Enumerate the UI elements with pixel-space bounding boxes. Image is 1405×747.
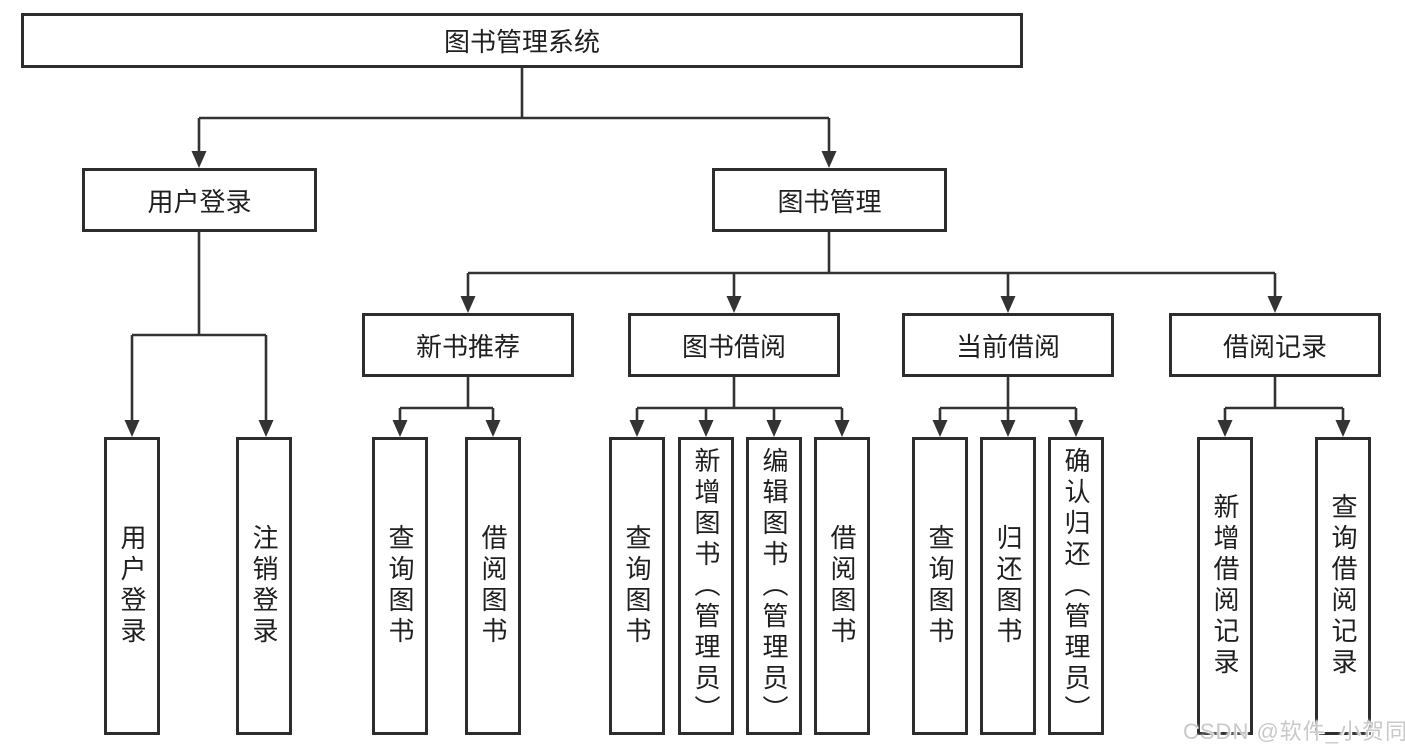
leaf-label: 编辑图书（管理员） bbox=[759, 446, 789, 726]
leaf-search-books-borrowing: 查询图书 bbox=[609, 437, 665, 735]
leaf-label: 注销登录 bbox=[249, 524, 279, 648]
leaf-label: 查询借阅记录 bbox=[1328, 493, 1358, 679]
leaf-user-login: 用户登录 bbox=[104, 437, 160, 735]
leaf-label: 借阅图书 bbox=[827, 524, 857, 648]
node-borrowing-records: 借阅记录 bbox=[1169, 313, 1381, 377]
leaf-label: 新增借阅记录 bbox=[1210, 493, 1240, 679]
leaf-label: 新增图书（管理员） bbox=[691, 446, 721, 726]
node-book-management: 图书管理 bbox=[712, 168, 947, 232]
node-current-borrowing: 当前借阅 bbox=[902, 313, 1114, 377]
leaf-label: 查询图书 bbox=[622, 524, 652, 648]
leaf-borrow-books-recommend: 借阅图书 bbox=[465, 437, 521, 735]
node-book-borrowing: 图书借阅 bbox=[628, 313, 840, 377]
leaf-label: 查询图书 bbox=[385, 524, 415, 648]
leaf-search-borrow-record: 查询借阅记录 bbox=[1315, 437, 1371, 735]
leaf-borrow-books-borrowing: 借阅图书 bbox=[814, 437, 870, 735]
leaf-label: 查询图书 bbox=[925, 524, 955, 648]
leaf-confirm-return-admin: 确认归还（管理员） bbox=[1048, 437, 1104, 735]
csdn-watermark: CSDN @软件_小贺同学 bbox=[1183, 719, 1405, 744]
node-new-book-recommend: 新书推荐 bbox=[362, 313, 574, 377]
leaf-label: 归还图书 bbox=[993, 524, 1023, 648]
leaf-edit-book-admin: 编辑图书（管理员） bbox=[746, 437, 802, 735]
leaf-add-book-admin: 新增图书（管理员） bbox=[678, 437, 734, 735]
leaf-search-books-current: 查询图书 bbox=[912, 437, 968, 735]
leaf-label: 借阅图书 bbox=[478, 524, 508, 648]
node-library-management-system: 图书管理系统 bbox=[21, 13, 1023, 68]
leaf-logout: 注销登录 bbox=[236, 437, 292, 735]
leaf-search-books-recommend: 查询图书 bbox=[372, 437, 428, 735]
leaf-add-borrow-record: 新增借阅记录 bbox=[1197, 437, 1253, 735]
leaf-label: 用户登录 bbox=[117, 524, 147, 648]
leaf-label: 确认归还（管理员） bbox=[1061, 446, 1091, 726]
leaf-return-books: 归还图书 bbox=[980, 437, 1036, 735]
node-user-login: 用户登录 bbox=[82, 168, 317, 232]
